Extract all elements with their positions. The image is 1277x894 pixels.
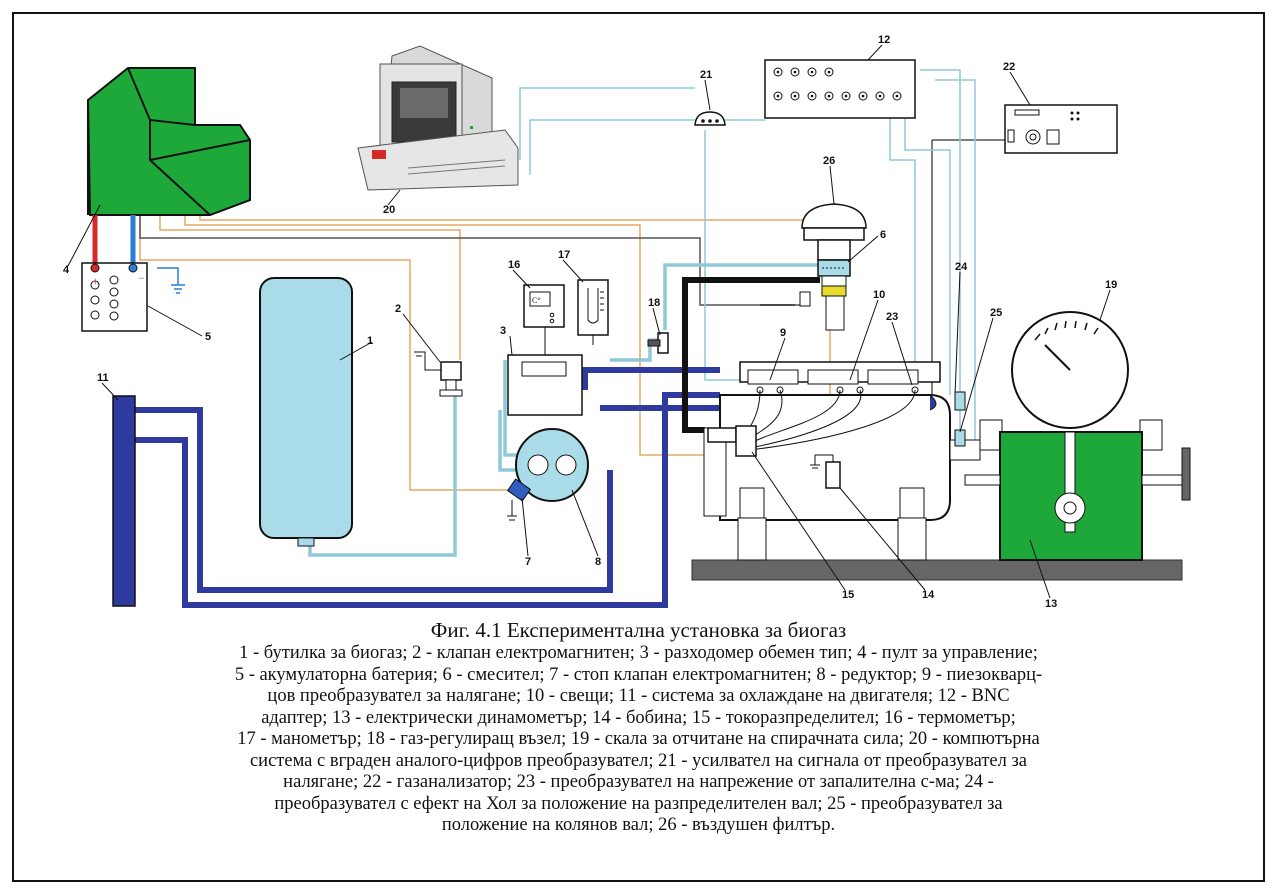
- label-13: 13: [1045, 598, 1057, 610]
- label-16: 16: [508, 259, 520, 271]
- force-scale: [1012, 312, 1128, 428]
- biogas-tank: [260, 278, 352, 546]
- label-19: 19: [1105, 279, 1117, 291]
- gas-analyzer: [1005, 105, 1117, 153]
- label-17: 17: [558, 249, 570, 261]
- battery: + −: [82, 263, 185, 331]
- biogas-setup-diagram: + − C°: [0, 0, 1277, 620]
- legend-line: система с вграден аналого-цифров преобра…: [30, 751, 1247, 773]
- legend-line: 1 - бутилка за биогаз; 2 - клапан електр…: [30, 643, 1247, 665]
- figure-caption: Фиг. 4.1 Експериментална установка за би…: [30, 618, 1247, 837]
- label-18: 18: [648, 297, 660, 309]
- hall-sensor: [955, 392, 965, 410]
- label-11: 11: [97, 372, 109, 384]
- dynamometer: [965, 420, 1190, 560]
- signal-amplifier: [695, 112, 725, 125]
- air-filter: [802, 204, 866, 260]
- label-21: 21: [700, 69, 712, 81]
- label-8: 8: [595, 556, 601, 568]
- flowmeter: [508, 318, 582, 415]
- legend-line: адаптер; 13 - електрически динамометър; …: [30, 708, 1247, 730]
- label-23: 23: [886, 311, 898, 323]
- battery-minus-sign: −: [138, 271, 145, 285]
- caption-title: Фиг. 4.1 Експериментална установка за би…: [30, 618, 1247, 643]
- mixer: [800, 260, 850, 330]
- label-1: 1: [367, 335, 373, 347]
- legend-line: 5 - акумулаторна батерия; 6 - смесител; …: [30, 665, 1247, 687]
- caption-legend: 1 - бутилка за биогаз; 2 - клапан електр…: [30, 643, 1247, 837]
- label-15: 15: [842, 589, 854, 601]
- legend-line: 17 - манометър; 18 - газ-регулиращ възел…: [30, 729, 1247, 751]
- label-26: 26: [823, 155, 835, 167]
- label-5: 5: [205, 331, 211, 343]
- label-14: 14: [922, 589, 935, 601]
- label-7: 7: [525, 556, 531, 568]
- computer: [358, 46, 518, 190]
- legend-line: цов преобразувател за налягане; 10 - све…: [30, 686, 1247, 708]
- control-console: [88, 68, 250, 215]
- legend-line: налягане; 22 - газанализатор; 23 - преоб…: [30, 772, 1247, 794]
- label-9: 9: [780, 327, 786, 339]
- label-10: 10: [873, 289, 885, 301]
- crankshaft-sensor: [955, 430, 965, 446]
- label-3: 3: [500, 325, 506, 337]
- cooling-system: [113, 396, 135, 606]
- label-12: 12: [878, 34, 890, 46]
- thermometer: C°: [524, 285, 564, 327]
- label-22: 22: [1003, 61, 1015, 73]
- label-25: 25: [990, 307, 1002, 319]
- manometer: [578, 280, 608, 345]
- label-20: 20: [383, 204, 395, 216]
- thermometer-label: C°: [532, 296, 541, 305]
- label-4: 4: [63, 264, 70, 276]
- label-2: 2: [395, 303, 401, 315]
- legend-line: положение на колянов вал; 26 - въздушен …: [30, 815, 1247, 837]
- battery-plus-sign: +: [92, 274, 99, 288]
- bnc-adapter: [765, 60, 915, 118]
- label-6: 6: [880, 229, 886, 241]
- label-24: 24: [955, 261, 968, 273]
- legend-line: преобразувател с ефект на Хол за положен…: [30, 794, 1247, 816]
